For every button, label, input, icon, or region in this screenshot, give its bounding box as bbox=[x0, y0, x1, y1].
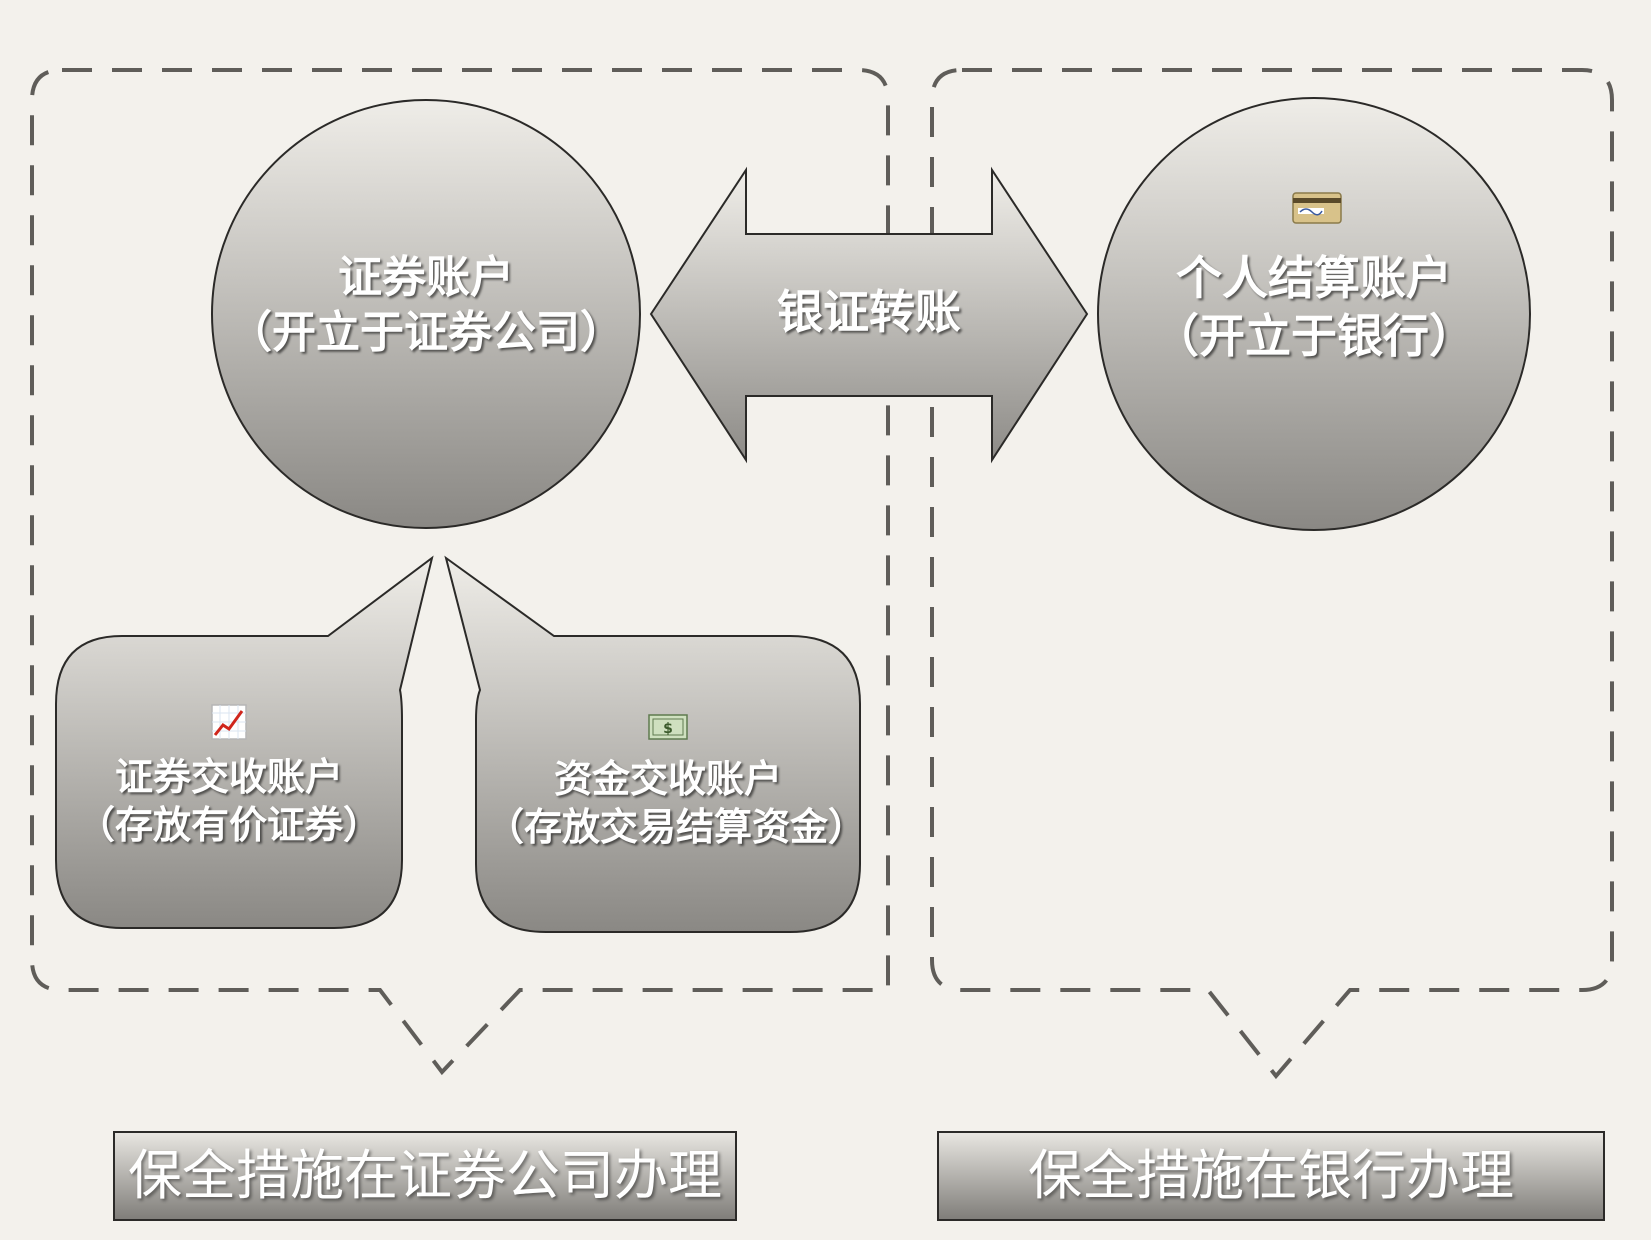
securities-account-circle bbox=[211, 99, 641, 529]
left-caption-box bbox=[113, 1131, 737, 1221]
fund-settlement-title: 资金交收账户 bbox=[553, 757, 782, 801]
svg-text:$: $ bbox=[663, 721, 673, 737]
securities-account-label: 证券账户 （开立于证券公司） bbox=[226, 250, 626, 360]
right-region-border bbox=[930, 68, 1614, 1080]
fund-settlement-label: 资金交收账户 （存放交易结算资金） bbox=[486, 756, 867, 851]
personal-account-subtitle: （开立于银行） bbox=[1153, 308, 1475, 363]
securities-settlement-label: 证券交收账户 （存放有价证券） bbox=[66, 754, 392, 849]
credit-card-icon bbox=[1292, 192, 1342, 224]
securities-settlement-callout bbox=[55, 555, 434, 929]
personal-account-circle bbox=[1097, 97, 1531, 531]
right-caption-box bbox=[937, 1131, 1605, 1221]
bank-securities-transfer-label: 银证转账 bbox=[777, 285, 961, 339]
left-region-caption: 保全措施在证券公司办理 bbox=[128, 1144, 722, 1207]
securities-account-subtitle: （开立于证券公司） bbox=[228, 307, 624, 358]
securities-settlement-title: 证券交收账户 bbox=[114, 755, 343, 799]
personal-account-title: 个人结算账户 bbox=[1176, 251, 1452, 305]
securities-settlement-subtitle: （存放有价证券） bbox=[76, 802, 381, 847]
fund-settlement-subtitle: （存放交易结算资金） bbox=[486, 804, 867, 849]
personal-account-label: 个人结算账户 （开立于银行） bbox=[1114, 250, 1514, 365]
right-region-caption: 保全措施在银行办理 bbox=[1028, 1144, 1514, 1207]
chart-increasing-icon bbox=[211, 704, 247, 740]
left-region-border bbox=[30, 68, 890, 1076]
fund-settlement-callout bbox=[444, 555, 861, 933]
securities-account-title: 证券账户 bbox=[338, 252, 514, 303]
bank-securities-transfer-arrow bbox=[649, 166, 1089, 464]
dollar-banknote-icon: $ bbox=[648, 712, 688, 740]
